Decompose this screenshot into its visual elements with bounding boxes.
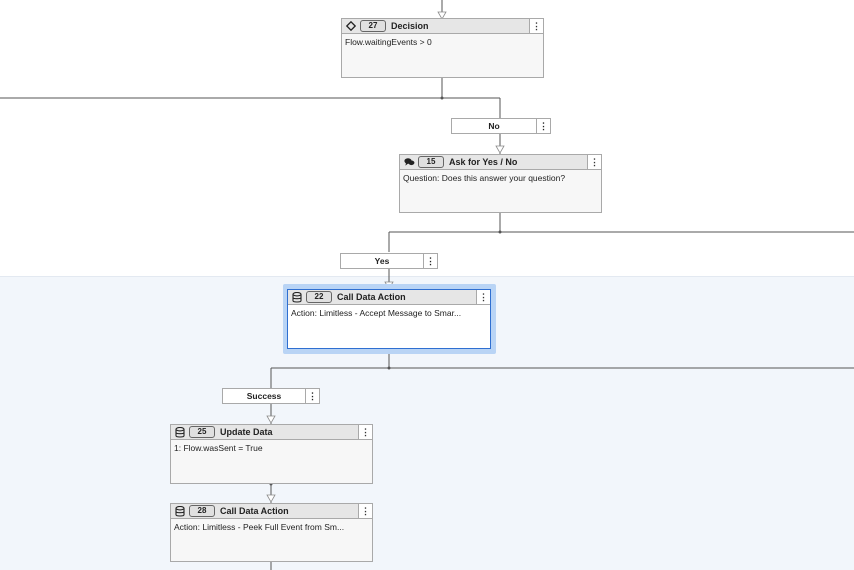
chat-bubbles-icon [403, 156, 415, 168]
outcome-label: Yes [374, 256, 390, 266]
outcome-label: No [488, 121, 500, 131]
node-menu-button[interactable]: ⋮ [476, 290, 490, 304]
node-summary: Action: Limitless - Peek Full Event from… [174, 522, 345, 532]
node-summary: Question: Does this answer your question… [403, 173, 566, 183]
decision-node-header[interactable]: 27 Decision ⋮ [342, 19, 543, 34]
outcome-no[interactable]: No ⋮ [451, 118, 551, 134]
step-number-badge: 27 [360, 20, 386, 32]
diamond-icon [345, 20, 357, 32]
node-title: Ask for Yes / No [449, 157, 518, 167]
database-icon [291, 291, 303, 303]
node-summary: Action: Limitless - Accept Message to Sm… [291, 308, 462, 318]
database-icon [174, 426, 186, 438]
step-number-badge: 22 [306, 291, 332, 303]
node-menu-button[interactable]: ⋮ [358, 425, 372, 439]
outcome-menu-button[interactable]: ⋮ [423, 254, 437, 268]
ask-yes-no-node[interactable]: 15 Ask for Yes / No ⋮ Question: Does thi… [399, 154, 602, 213]
step-number-badge: 15 [418, 156, 444, 168]
call-data-action-node[interactable]: 28 Call Data Action ⋮ Action: Limitless … [170, 503, 373, 562]
node-summary: 1: Flow.wasSent = True [174, 443, 263, 453]
ask-node-header[interactable]: 15 Ask for Yes / No ⋮ [400, 155, 601, 170]
node-summary: Flow.waitingEvents > 0 [345, 37, 432, 47]
call-data-action-header[interactable]: 22 Call Data Action ⋮ [288, 290, 490, 305]
outcome-yes[interactable]: Yes ⋮ [340, 253, 438, 269]
outcome-menu-button[interactable]: ⋮ [536, 119, 550, 133]
call-data-action-node-selected[interactable]: 22 Call Data Action ⋮ Action: Limitless … [287, 289, 491, 349]
call-data-action-header[interactable]: 28 Call Data Action ⋮ [171, 504, 372, 519]
step-number-badge: 25 [189, 426, 215, 438]
database-icon [174, 505, 186, 517]
step-number-badge: 28 [189, 505, 215, 517]
decision-node[interactable]: 27 Decision ⋮ Flow.waitingEvents > 0 [341, 18, 544, 78]
outcome-menu-button[interactable]: ⋮ [305, 389, 319, 403]
node-menu-button[interactable]: ⋮ [358, 504, 372, 518]
outcome-label: Success [246, 391, 282, 401]
outcome-success[interactable]: Success ⋮ [222, 388, 320, 404]
update-data-node[interactable]: 25 Update Data ⋮ 1: Flow.wasSent = True [170, 424, 373, 484]
node-title: Call Data Action [220, 506, 289, 516]
node-menu-button[interactable]: ⋮ [587, 155, 601, 169]
node-title: Decision [391, 21, 429, 31]
node-menu-button[interactable]: ⋮ [529, 19, 543, 33]
node-title: Call Data Action [337, 292, 406, 302]
update-data-header[interactable]: 25 Update Data ⋮ [171, 425, 372, 440]
node-title: Update Data [220, 427, 273, 437]
